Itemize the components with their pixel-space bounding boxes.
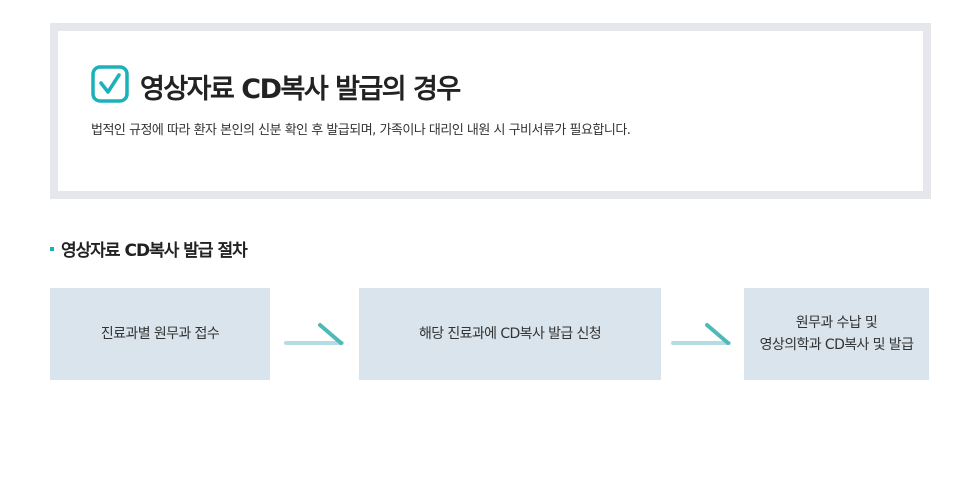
step-label-line1: 원무과 수납 및 xyxy=(795,315,878,331)
arrow-right-icon xyxy=(671,323,731,345)
arrow-right-icon xyxy=(284,323,344,345)
notice-description: 법적인 규정에 따라 환자 본인의 신분 확인 후 발급되며, 가족이나 대리인… xyxy=(91,123,631,138)
step-payment-issue: 원무과 수납 및 영상의학과 CD복사 및 발급 xyxy=(744,288,929,380)
step-label-line2: 영상의학과 CD복사 및 발급 xyxy=(759,337,914,353)
procedure-title-text: 영상자료 CD복사 발급 절차 xyxy=(61,241,248,261)
step-reception: 진료과별 원무과 접수 xyxy=(50,288,270,380)
procedure-title: 영상자료 CD복사 발급 절차 xyxy=(50,236,248,261)
bullet-icon xyxy=(50,247,54,251)
checkbox-checked-icon xyxy=(91,65,129,103)
step-cd-request: 해당 진료과에 CD복사 발급 신청 xyxy=(359,288,661,380)
step-label: 해당 진료과에 CD복사 발급 신청 xyxy=(418,326,602,342)
notice-box: 영상자료 CD복사 발급의 경우 법적인 규정에 따라 환자 본인의 신분 확인… xyxy=(50,23,931,199)
step-label: 진료과별 원무과 접수 xyxy=(100,326,220,342)
notice-title: 영상자료 CD복사 발급의 경우 xyxy=(140,74,461,105)
